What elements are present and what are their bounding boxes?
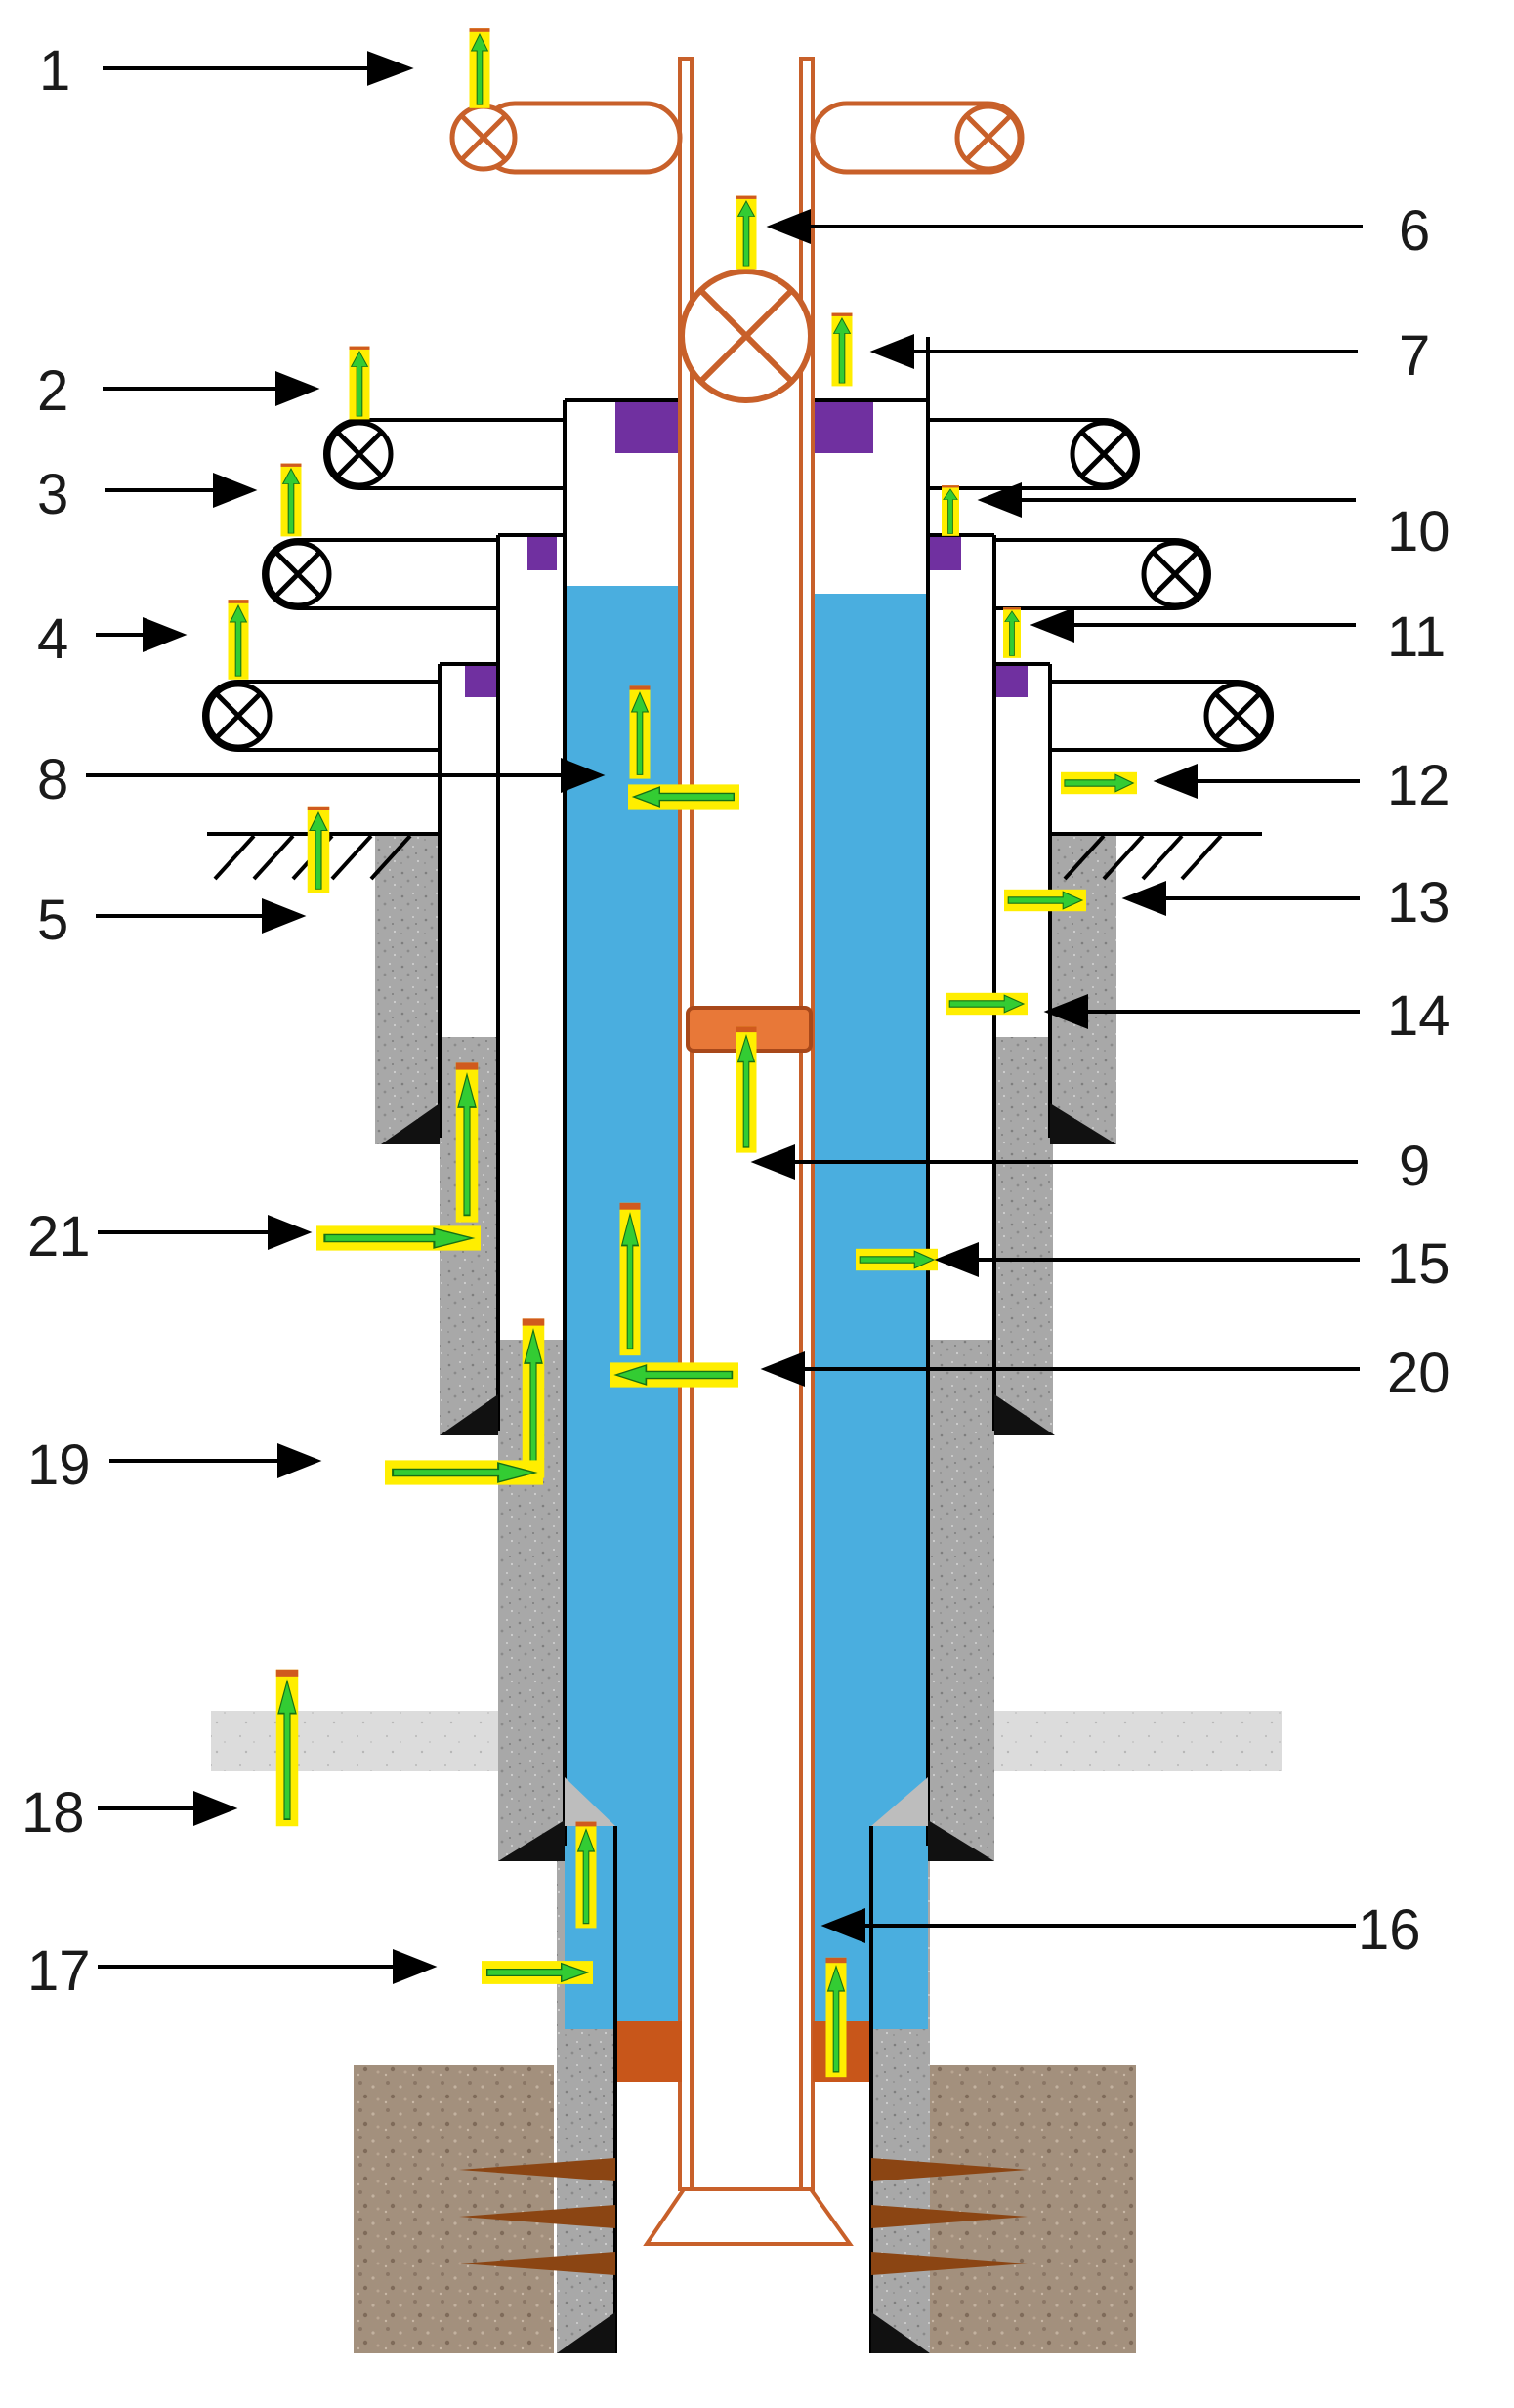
wellhead-outlets (202, 101, 1274, 752)
label-2: 2 (37, 359, 68, 423)
flow-arrow-up-icon (735, 1025, 758, 1154)
seal-surface-right (996, 666, 1028, 697)
label-9: 9 (1399, 1135, 1430, 1198)
flow-arrow-right-icon (383, 1459, 545, 1486)
flow-arrow-up-icon (1002, 606, 1022, 659)
label-10: 10 (1387, 500, 1451, 563)
fluid-right (813, 594, 928, 2029)
cement-production-right (928, 1340, 994, 1861)
seal-intermediate-right (930, 537, 961, 570)
flow-arrow-up-icon (628, 685, 652, 780)
leader-lines (86, 51, 1363, 1984)
number-labels: 1 2 3 4 5 8 21 19 18 17 6 7 10 11 12 13 … (21, 39, 1451, 2003)
flow-arrow-up-icon (574, 1820, 598, 1930)
flow-arrow-up-icon (274, 1668, 300, 1828)
tubing-wall-left (678, 57, 694, 2191)
label-16: 16 (1358, 1898, 1421, 1962)
tubing-wall-right (799, 57, 815, 2191)
label-13: 13 (1387, 871, 1451, 934)
flow-arrow-up-icon (735, 195, 758, 270)
flow-arrow-right-icon (315, 1225, 483, 1252)
flow-arrow-right-icon (945, 992, 1029, 1016)
perforations (459, 2158, 1028, 2275)
cement-surface-left (375, 836, 440, 1144)
seal-intermediate-left (527, 537, 557, 570)
label-20: 20 (1387, 1342, 1451, 1405)
flow-arrow-up-icon (824, 1957, 848, 2078)
label-12: 12 (1387, 754, 1451, 817)
flow-arrow-up-icon (348, 346, 371, 420)
label-8: 8 (37, 748, 68, 811)
label-19: 19 (27, 1433, 91, 1497)
tubing-string (617, 57, 869, 2246)
annulus-fluid (565, 586, 928, 2029)
casing-strings (438, 337, 1052, 2353)
bottom-packer-left (617, 2021, 682, 2082)
hanger-seals (465, 402, 1028, 697)
flow-arrow-up-icon (941, 484, 960, 537)
flow-arrow-right-icon (855, 1248, 939, 1271)
flow-arrow-up-icon (468, 27, 491, 109)
label-21: 21 (27, 1205, 91, 1268)
flow-arrow-up-icon (227, 599, 250, 681)
seal-production-right (811, 402, 873, 453)
label-17: 17 (27, 1939, 91, 2003)
flow-arrow-up-icon (454, 1061, 480, 1224)
label-1: 1 (39, 39, 70, 103)
flow-arrow-up-icon (307, 806, 330, 893)
flow-arrow-up-icon (618, 1201, 642, 1357)
thin-bed-left (211, 1711, 504, 1771)
lower-formation-right (923, 2065, 1136, 2353)
label-5: 5 (37, 889, 68, 952)
label-14: 14 (1387, 984, 1451, 1048)
label-15: 15 (1387, 1232, 1451, 1296)
label-3: 3 (37, 463, 68, 526)
label-6: 6 (1399, 199, 1430, 263)
label-4: 4 (37, 607, 68, 671)
tubing-bell (643, 2187, 854, 2246)
formation-layers (211, 1711, 1282, 2353)
flow-arrow-up-icon (521, 1317, 546, 1479)
cement-surface-right (1050, 836, 1116, 1144)
flow-arrow-left-icon (609, 1361, 739, 1389)
label-11: 11 (1387, 605, 1446, 669)
flow-arrow-left-icon (627, 783, 740, 810)
label-18: 18 (21, 1781, 85, 1845)
flow-arrow-right-icon (1060, 771, 1138, 795)
seal-production-left (615, 402, 678, 453)
flow-arrow-right-icon (1003, 889, 1087, 912)
flow-arrow-up-icon (830, 312, 854, 387)
flow-arrow-up-icon (279, 463, 303, 537)
label-7: 7 (1399, 324, 1430, 388)
lower-formation-left (354, 2065, 554, 2353)
thin-bed-right (988, 1711, 1282, 1771)
flow-arrow-right-icon (481, 1960, 594, 1985)
cement-intermediate-right (994, 1037, 1053, 1435)
casing-shoes (381, 1103, 1116, 2353)
ground-surface (207, 832, 1262, 881)
seal-surface-left (465, 666, 496, 697)
